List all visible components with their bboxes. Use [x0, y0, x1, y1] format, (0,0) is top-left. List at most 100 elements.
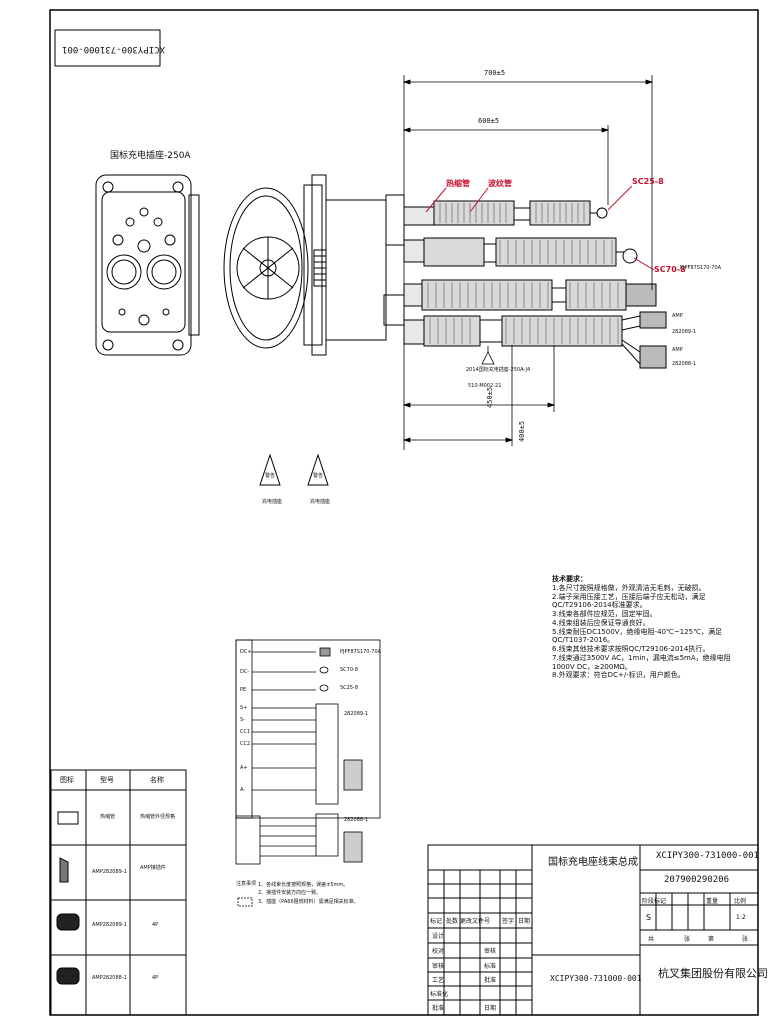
tech-item: 6.线束其他技术要求按照QC/T29106-2014执行。 [552, 645, 710, 653]
legend-model: AMP282089-1 [92, 869, 127, 875]
scale-value: 1:2 [736, 914, 746, 921]
company-name: 杭叉集团股份有限公司 [658, 967, 768, 980]
connector-pn: PJPF87S170-70A [680, 265, 722, 271]
amp2-label: AMP [672, 347, 683, 353]
sc70-label: SC70-8 [654, 265, 686, 274]
warning-1-sign: 警告 [265, 473, 276, 479]
heat-shrink-label: 热缩管 [446, 179, 470, 188]
tech-item: 4.线束组装后应保证导通良好。 [552, 618, 650, 627]
tech-item: QC/T29106-2014标准要求。 [552, 601, 647, 610]
schematic-note: 1、各线束长度按照规格，误差±5mm。 [258, 881, 349, 888]
stage-label: 阶段标记 [642, 898, 667, 905]
cable-3 [403, 279, 657, 311]
sheet-label: 张 [684, 936, 691, 943]
legend-header: 图标 [60, 776, 74, 784]
warning-triangles [259, 453, 329, 486]
sign-row: 批准 [432, 1005, 445, 1012]
pin-label: DC+ [240, 649, 252, 655]
warning-2-sign: 警告 [313, 473, 324, 479]
schematic-notes: 注意事项 1、各线束长度按照规格，误差±5mm。 2、接插件安装方向应一致。 3… [236, 880, 359, 906]
sheet-num: 第 [708, 936, 715, 943]
stage-value: S [646, 913, 652, 922]
sheet-total: 共 [648, 936, 655, 943]
pin-label: PE [240, 687, 247, 693]
label-pn: 510-M002-21 [468, 383, 502, 389]
schematic-conn-label: 282089-1 [344, 711, 369, 717]
wiring-schematic [235, 639, 381, 907]
sign-row: 审核 [432, 963, 445, 970]
tech-item: 3.线束各部件应规范，固定牢固。 [552, 610, 657, 618]
warning-2-caption: 充电插座 [310, 499, 331, 505]
bottom-code: XCIPY300-731000-001 [550, 974, 642, 983]
pin-label: CC2 [240, 741, 251, 747]
tech-heading: 技术要求： [552, 575, 587, 583]
pin-label: CC1 [240, 729, 251, 735]
schematic-conn-label: PJPF87S170-70A [340, 649, 382, 655]
cable-2 [403, 237, 638, 267]
amp1-label: AMP [672, 313, 683, 319]
pin-label: S- [240, 717, 245, 723]
tech-item: 7.线束通过3500V AC，1min，漏电流≤5mA，绝缘电阻 [552, 653, 731, 662]
cable-1 [403, 200, 608, 226]
mid-label: 审核 [484, 948, 497, 955]
sign-row: 标准化 [430, 991, 449, 998]
cable-4 [403, 311, 667, 369]
rev-header: 处数 [446, 918, 459, 925]
rev-header: 日期 [518, 918, 531, 925]
pin-label: S+ [240, 705, 248, 711]
sheet-end: 张 [742, 936, 749, 943]
legend-name: 4P [152, 975, 159, 981]
legend-name: AMP接插件 [140, 865, 166, 871]
mid-label: 批准 [484, 977, 497, 984]
legend-header: 型号 [100, 776, 114, 784]
rev-header: 标记 [430, 918, 443, 925]
schematic-note: 3、插座（PA66阻燃材料）需满足相关标准。 [258, 898, 359, 905]
sign-row: 设计 [432, 933, 445, 940]
tech-item: 5.线束耐压DC1500V，绝缘电阻-40℃~125℃，满足 [552, 627, 722, 636]
weight-label: 重量 [706, 898, 719, 905]
pin-label: DC- [240, 669, 250, 675]
legend-name: 4P [152, 922, 159, 928]
sc25-label: SC25-8 [632, 177, 664, 186]
mid-label: 日期 [484, 1005, 497, 1012]
dim-600: 600±5 [478, 117, 500, 125]
tech-item: 1.各尺寸按照规格做，外观清洁无毛刺，无破损。 [552, 583, 706, 592]
tech-item: QC/T1037-2016。 [552, 636, 615, 645]
tech-item: 1000V DC，≥200MΩ。 [552, 662, 632, 671]
drawing-number: XCIPY300-731000-001 [656, 851, 759, 861]
title-block [427, 844, 759, 1016]
legend-model: AMP282089-1 [92, 922, 127, 928]
sign-row: 工艺 [432, 977, 445, 984]
corrugated-tube-label: 波纹管 [488, 179, 512, 188]
socket-front-view [95, 174, 200, 356]
sub-number: 207900290206 [664, 875, 730, 885]
schematic-conn-label: 282088-1 [344, 817, 369, 823]
legend-name: 热缩管外径规格 [140, 814, 176, 820]
amp2-pn: 282088-1 [672, 361, 697, 367]
pin-label: A- [240, 787, 246, 793]
mid-label: 标准 [484, 963, 497, 970]
dim-400: 400±5 [518, 420, 527, 443]
schematic-note: 2、接插件安装方向应一致。 [258, 890, 322, 896]
legend-model: AMP282088-1 [92, 975, 127, 981]
tech-requirements: 技术要求： 1.各尺寸按照规格做，外观清洁无毛刺，无破损。 2.端子采用压接工艺… [552, 575, 752, 680]
legend-header: 名称 [150, 776, 164, 784]
pin-label: A+ [240, 765, 248, 771]
tech-item: 8.外观要求：符合DC+/-标识，用户颜色。 [552, 671, 685, 680]
legend-model: 热缩管 [100, 814, 116, 820]
dim-450: 450±5 [486, 386, 495, 409]
product-name: 国标充电座线束总成 [548, 857, 638, 868]
dim-700: 700±5 [484, 69, 506, 77]
rev-header: 签字 [502, 918, 515, 925]
legend-table [50, 769, 187, 1016]
tech-item: 2.端子采用压接工艺，压接后端子应无松动，满足 [552, 592, 706, 601]
mirrored-code: XCIPY300-731000-001 [62, 44, 165, 54]
socket-title: 国标充电插座-250A [110, 151, 191, 161]
schematic-note: 注意事项 [236, 881, 257, 887]
socket-side-view [223, 174, 405, 356]
schematic-conn-label: SC25-8 [340, 685, 359, 691]
schematic-conn-label: SC70-8 [340, 667, 359, 673]
label-standard: 2014国标充电插座-250A-J4 [466, 367, 531, 373]
scale-label: 比例 [734, 898, 747, 905]
